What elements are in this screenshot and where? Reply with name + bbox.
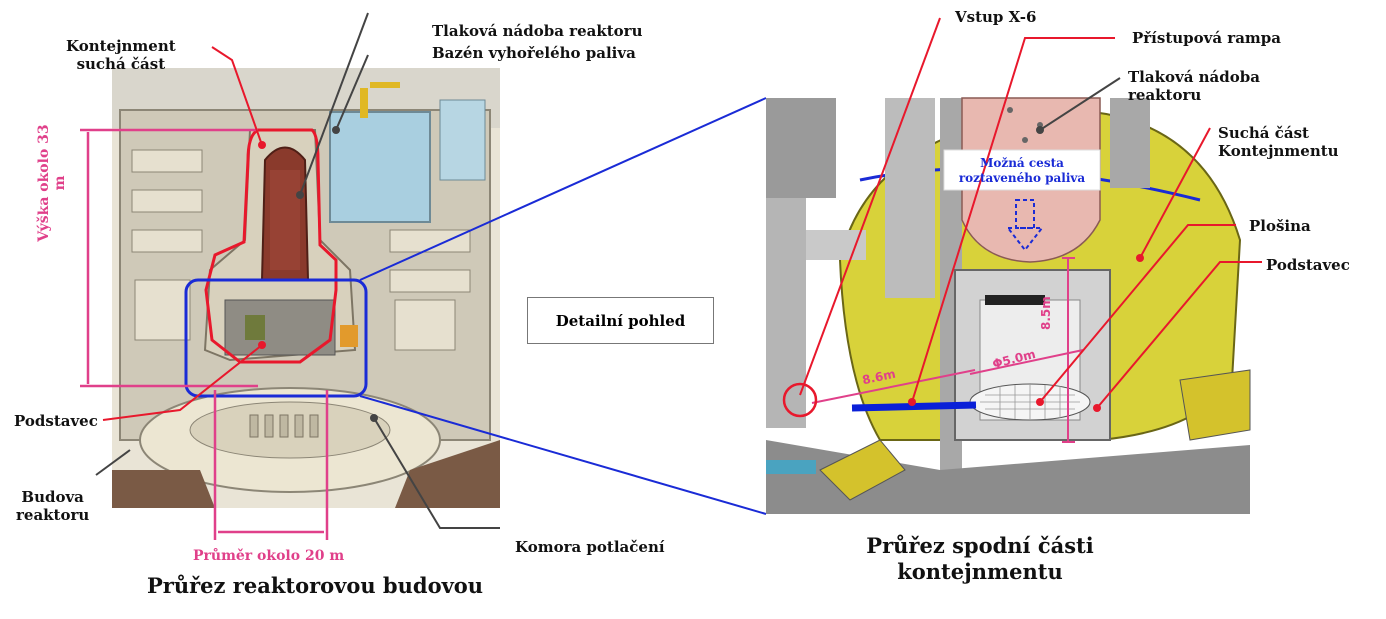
right-dimensions xyxy=(811,257,1084,443)
label-pedestal-left: Podstavec xyxy=(14,412,98,430)
label-entry-x6: Vstup X-6 xyxy=(955,8,1037,26)
right-title: Průřez spodní části kontejnmentu xyxy=(866,533,1094,584)
left-callout-lines xyxy=(95,12,500,529)
dimension-height-label: 8.5m xyxy=(1039,296,1053,330)
detail-view-box: Detailní pohled xyxy=(527,297,714,344)
label-dry-containment-right: Suchá část Kontejnmentu xyxy=(1218,124,1339,160)
reactor-building-illustration xyxy=(112,68,500,508)
zoom-line-top xyxy=(359,97,767,281)
label-rpv-right: Tlaková nádoba reaktoru xyxy=(1128,68,1260,104)
label-pedestal-right: Podstavec xyxy=(1266,256,1350,274)
label-rpv-left: Tlaková nádoba reaktoru xyxy=(432,22,643,40)
label-spent-fuel-pool: Bazén vyhořelého paliva xyxy=(432,44,636,62)
left-title: Průřez reaktorovou budovou xyxy=(147,573,484,598)
label-suppression-chamber: Komora potlačení xyxy=(515,538,665,556)
label-diameter: Průměr okolo 20 m xyxy=(193,548,345,564)
label-containment-dry: Kontejnment suchá část xyxy=(66,37,176,73)
diameter-dimension xyxy=(213,390,329,540)
detail-region-box xyxy=(184,278,368,398)
containment-outline xyxy=(204,128,338,364)
label-fuel-path: Možná cesta roztaveného paliva xyxy=(958,156,1086,185)
zoom-line-bottom xyxy=(359,395,767,515)
right-callout-lines xyxy=(799,17,1262,409)
label-platform: Plošina xyxy=(1249,217,1311,235)
entry-x6-marker xyxy=(782,382,818,418)
label-access-ramp: Přístupová rampa xyxy=(1132,29,1282,47)
lower-containment-illustration xyxy=(766,97,1251,514)
label-reactor-building: Budova reaktoru xyxy=(16,488,90,524)
label-height: Výška okolo 33 m xyxy=(36,124,68,242)
height-dimension xyxy=(80,128,258,388)
